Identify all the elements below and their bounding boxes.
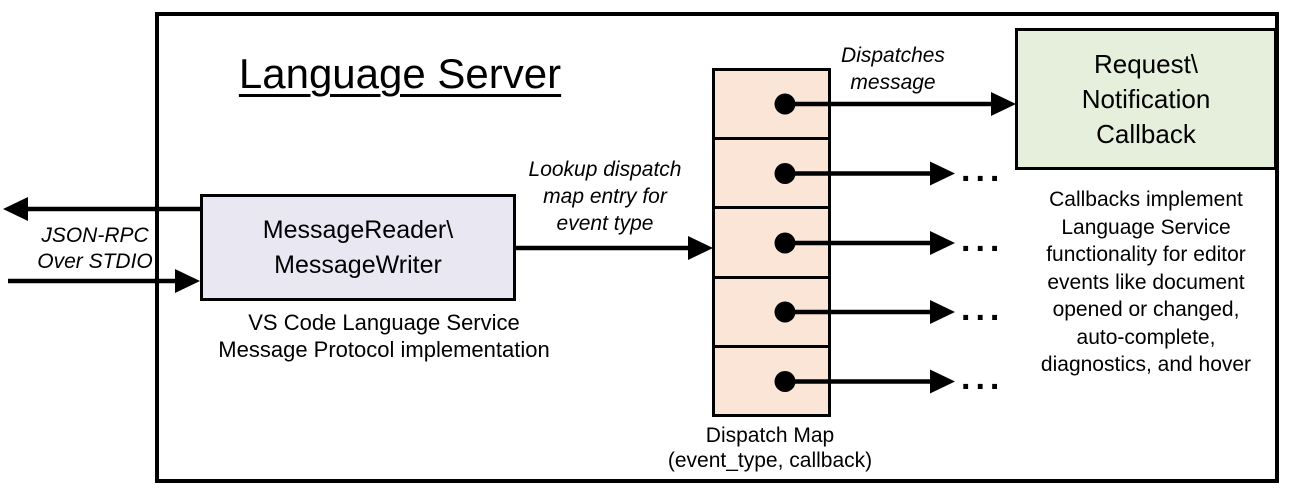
dispatch-arrow-head-4: [930, 300, 955, 324]
note-line5: opened or changed,: [1052, 298, 1240, 321]
ellipsis-row-3: ...: [961, 221, 1005, 259]
dispatch-arrow-head-3: [930, 231, 955, 255]
dispatch-arrow-head-5: [930, 369, 955, 394]
ellipsis-row-2: ...: [961, 151, 1005, 189]
lookup-arrow-head: [688, 236, 713, 260]
dispatch-arrow-head-1: [991, 92, 1016, 116]
request-notification-callback-box: Request\ Notification Callback: [1015, 28, 1277, 170]
diagram-title: Language Server: [238, 50, 562, 97]
lookup-dispatch-label: Lookup dispatch map entry for event type: [510, 156, 700, 237]
dispatches-label-line1: Dispatches: [841, 44, 945, 67]
note-line7: diagnostics, and hover: [1040, 353, 1252, 376]
note-line4: events like document: [1047, 270, 1245, 294]
callback-box-line3: Callback: [1096, 118, 1196, 149]
ellipsis-row-4: ...: [961, 290, 1005, 328]
dispatch-map-caption-line2: (event_type, callback): [667, 449, 873, 472]
message-reader-writer-box: MessageReader\ MessageWriter: [200, 194, 516, 301]
note-line3: functionality for editor: [1046, 243, 1246, 266]
reader-box-line1: MessageReader\: [262, 215, 454, 244]
dispatch-map-caption: Dispatch Map (event_type, callback): [655, 423, 885, 473]
note-line6: auto-complete,: [1076, 325, 1216, 349]
lookup-label-line2: map entry for: [543, 185, 667, 208]
note-line2: Language Service: [1061, 215, 1231, 239]
callback-box-line1: Request\: [1093, 48, 1199, 79]
reader-box-line2: MessageWriter: [274, 250, 442, 279]
dispatch-arrow-head-2: [930, 161, 955, 186]
dispatches-message-label: Dispatches message: [818, 42, 968, 96]
lookup-label-line3: event type: [556, 212, 654, 235]
reader-caption-line1: VS Code Language Service: [248, 310, 520, 335]
stdio-in-arrow-head: [175, 269, 200, 293]
stdio-out-arrow-head: [3, 197, 28, 221]
callback-box-line2: Notification: [1081, 83, 1211, 114]
reader-caption-line2: Message Protocol implementation: [218, 337, 550, 362]
json-rpc-io-label: JSON-RPC Over STDIO: [15, 223, 175, 275]
note-line1: Callbacks implement: [1049, 188, 1243, 211]
callbacks-note: Callbacks implement Language Service fun…: [1006, 186, 1286, 379]
io-label-line1: JSON-RPC: [41, 224, 149, 247]
dispatch-map-caption-line1: Dispatch Map: [705, 424, 835, 447]
io-label-line2: Over STDIO: [37, 250, 153, 273]
reader-box-caption: VS Code Language Service Message Protoco…: [204, 309, 564, 363]
lookup-label-line1: Lookup dispatch: [528, 158, 682, 181]
ellipsis-row-5: ...: [961, 359, 1005, 397]
dispatches-label-line2: message: [850, 71, 936, 94]
